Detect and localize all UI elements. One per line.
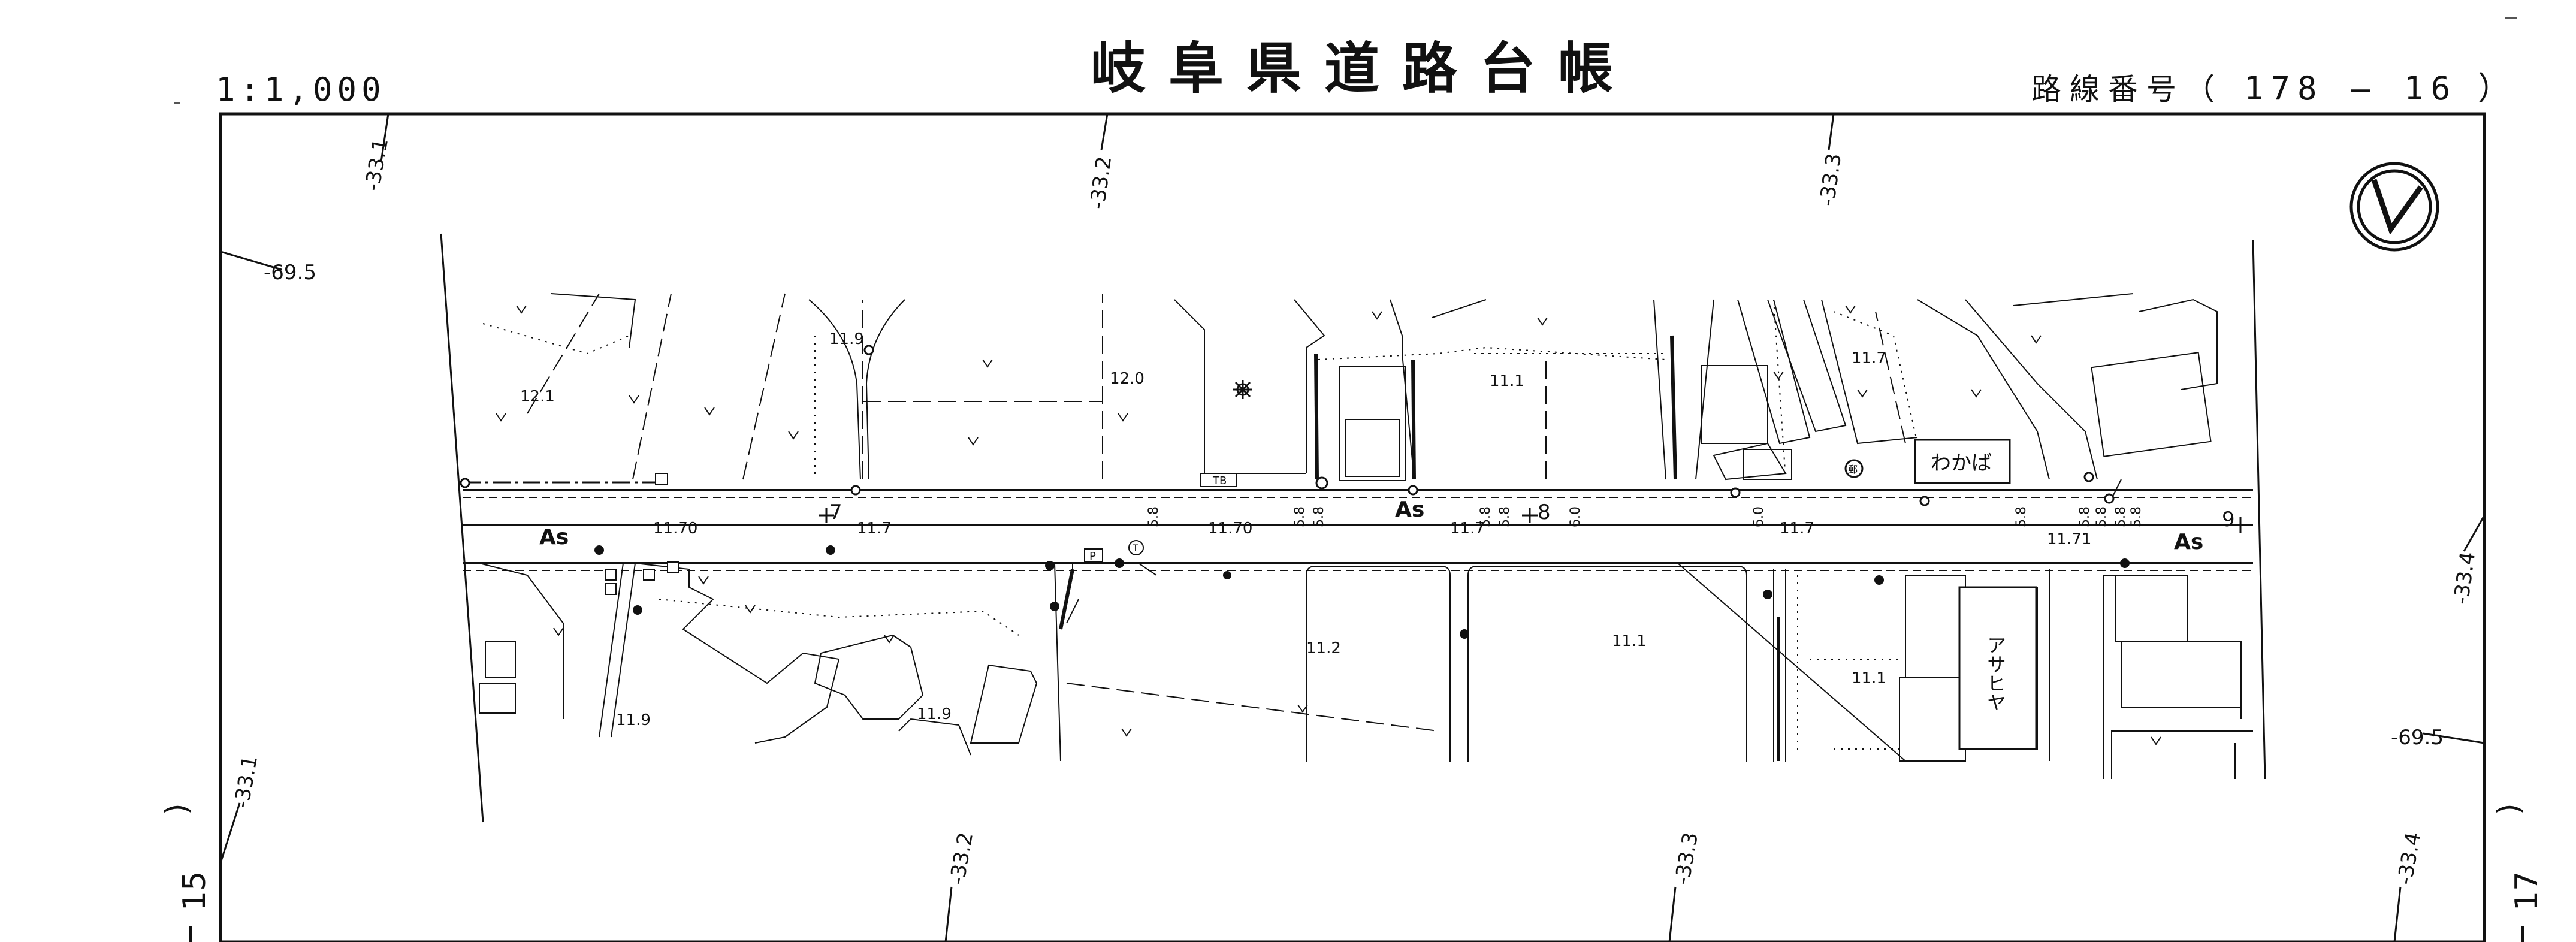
prev-sheet-number: 15 <box>177 871 213 911</box>
tb-label: TB <box>1212 475 1227 487</box>
svg-text:6.0: 6.0 <box>1568 506 1583 527</box>
p-box <box>1084 548 1103 563</box>
svg-text:5.8: 5.8 <box>2077 506 2092 527</box>
prev-sheet-paren: ) <box>159 803 194 815</box>
grid-label-right-2: -69.5 <box>2391 726 2444 750</box>
route-number-close: ） <box>2478 70 2510 107</box>
asahiya-label: アサヒヤ <box>1984 635 2007 712</box>
route-number: 178 — 16 <box>2244 70 2457 107</box>
p-label: P <box>1089 550 1096 563</box>
surface-label: As <box>539 525 569 550</box>
dotted-boundaries <box>482 299 1918 755</box>
svg-text:5.8: 5.8 <box>2113 506 2128 527</box>
elevation: 11.70 <box>1208 520 1252 538</box>
svg-text:5.8: 5.8 <box>1497 506 1512 527</box>
elevation: 11.70 <box>653 520 697 538</box>
grid-ticks <box>219 113 2486 942</box>
elevation: 11.71 <box>2047 530 2091 548</box>
svg-text:5.8: 5.8 <box>2014 506 2029 527</box>
grid-labels: -33.1 -33.2 -33.3 -69.5 -33.1 -33.2 -33.… <box>229 137 2480 887</box>
feature-rings <box>460 345 2115 506</box>
station-number: 7 <box>829 500 842 524</box>
elevation: 11.2 <box>1306 639 1341 657</box>
elevation: 11.7 <box>1852 349 1886 367</box>
width-labels: 5.8 5.8 5.8 5.8 5.8 6.0 6.0 5.8 5.8 5.8 … <box>1146 506 2144 527</box>
grid-label-top-1: -33.1 <box>360 137 393 193</box>
t-mark <box>1128 540 1144 555</box>
north-arrow-icon <box>2349 162 2439 252</box>
elevation: 11.1 <box>1852 669 1886 687</box>
scale-label: 1:1,000 <box>216 71 386 108</box>
svg-text:5.8: 5.8 <box>1292 506 1307 527</box>
elevation: 11.9 <box>917 705 952 723</box>
asahiya-building <box>1958 586 2037 750</box>
elevation: 11.7 <box>1780 520 1814 538</box>
grid-label-top-2: -33.2 <box>1085 155 1116 211</box>
sheet-frame <box>219 112 2486 942</box>
svg-text:5.8: 5.8 <box>2129 506 2144 527</box>
t-label: T <box>1132 542 1138 554</box>
grid-label-bottom-4: -33.4 <box>2393 831 2426 887</box>
svg-text:6.0: 6.0 <box>1751 506 1766 527</box>
elevation: 11.1 <box>1490 372 1524 390</box>
elevation: 11.7 <box>857 520 892 538</box>
route-number-label: 路線番号（ <box>2031 72 2223 107</box>
grid-label-top-3: -33.3 <box>1815 152 1846 208</box>
map-title: 岐阜県道路台帳 <box>1091 37 1636 101</box>
next-sheet-number: 17 <box>2509 871 2545 911</box>
wall-edges <box>1059 335 1780 761</box>
elevation: 12.0 <box>1110 370 1144 388</box>
surface-label: As <box>1395 497 1424 522</box>
next-sheet-paren: ) <box>2492 803 2526 815</box>
land-use-symbols <box>496 305 2161 745</box>
temple-icon <box>1233 380 1252 399</box>
road-lines <box>463 481 2253 571</box>
post-office-label: 郵 <box>1848 464 1858 475</box>
elevation: 11.9 <box>616 711 651 729</box>
grid-label-bottom-2: -33.2 <box>945 831 978 887</box>
station-number: 8 <box>1538 500 1551 524</box>
tb-box <box>1200 473 1237 487</box>
elevation: 11.1 <box>1612 632 1647 650</box>
svg-text:5.8: 5.8 <box>2094 506 2109 527</box>
elevation-labels: 12.1 11.9 12.0 11.1 11.7 11.70 11.7 11.7… <box>520 330 2091 729</box>
svg-text:5.8: 5.8 <box>1312 506 1327 527</box>
station-marks <box>819 508 2248 533</box>
station-number: 9 <box>2222 508 2235 532</box>
elevation: 12.1 <box>520 388 555 406</box>
parcel-lines <box>479 293 2253 779</box>
grid-label-left-1: -69.5 <box>264 261 316 285</box>
box-marks <box>605 473 679 595</box>
wakaba-label: わかば <box>1931 451 1992 475</box>
svg-text:5.8: 5.8 <box>1146 506 1161 527</box>
post-office-icon <box>1844 459 1864 478</box>
feature-points <box>594 545 2130 639</box>
grid-label-bottom-1: -33.1 <box>229 754 262 810</box>
svg-text:5.8: 5.8 <box>1478 506 1493 527</box>
grid-label-bottom-3: -33.3 <box>1670 831 1703 887</box>
elevation: 11.7 <box>1450 520 1485 538</box>
wakaba-building <box>1914 439 2011 484</box>
map-area-edges <box>440 233 2266 823</box>
elevation: 11.9 <box>829 330 864 348</box>
grid-label-right-1: -33.4 <box>2449 551 2480 606</box>
surface-label: As <box>2174 530 2203 554</box>
